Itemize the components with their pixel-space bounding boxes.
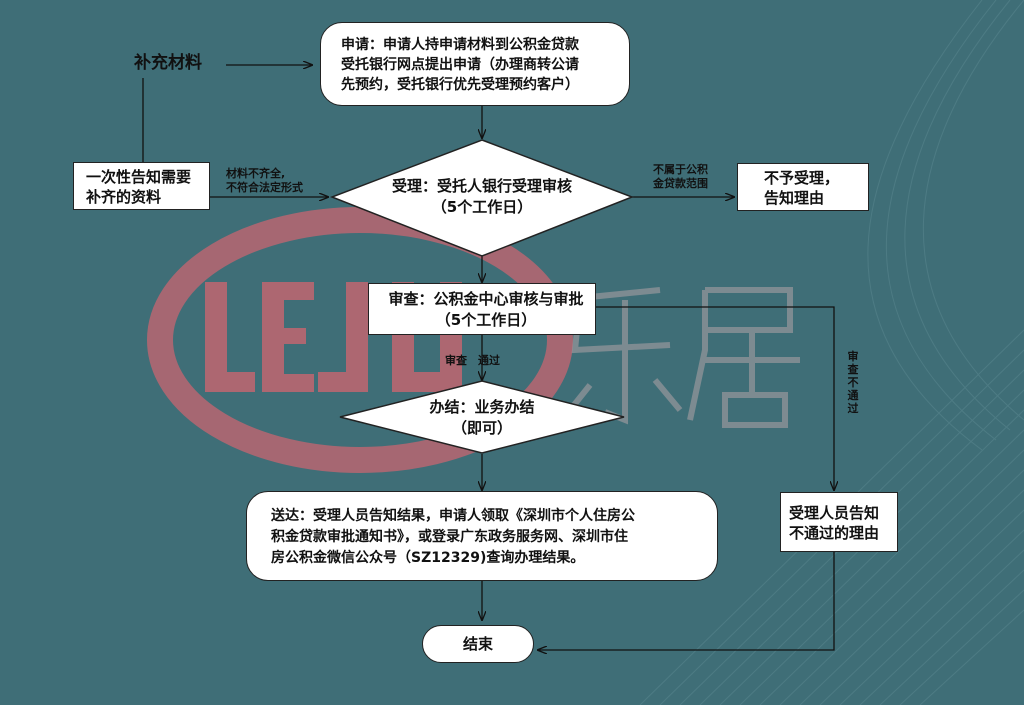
review-line-2: （5个工作日） — [435, 311, 537, 329]
end-node: 结束 — [422, 625, 534, 663]
notify-once-line-1: 一次性告知需要 — [86, 168, 192, 186]
notify-fail-line-1: 受理人员告知 — [789, 504, 880, 522]
accept-line-1: 受理：受托人银行受理审核 — [391, 177, 572, 195]
apply-line-3: 先预约，受托银行优先受理预约客户） — [341, 77, 579, 93]
edge-label-incomplete: 材料不齐全, 不符合法定形式 — [226, 167, 303, 195]
apply-line-1: 申请：申请人持申请材料到公积金贷款 — [341, 37, 579, 53]
deliver-line-1: 送达：受理人员告知结果，申请人领取《深圳市个人住房公 — [271, 508, 635, 524]
conclude-diamond — [339, 380, 625, 454]
reject-line-2: 告知理由 — [764, 189, 825, 207]
accept-node-text: 受理：受托人银行受理审核 （5个工作日） — [372, 176, 592, 218]
edge-label-incomplete-2: 不符合法定形式 — [226, 181, 303, 194]
reject-line-1: 不予受理， — [764, 169, 840, 187]
edge-fail-end — [538, 552, 835, 650]
supplement-label: 补充材料 — [134, 53, 202, 73]
edge-label-out-of-scope-1: 不属于公积 — [653, 163, 708, 176]
review-line-1: 审查：公积金中心审核与审批 — [388, 290, 584, 308]
edge-label-fail-1: 审 — [847, 350, 859, 363]
conclude-line-1: 办结：业务办结 — [429, 398, 535, 416]
edge-label-out-of-scope: 不属于公积 金贷款范围 — [653, 163, 708, 191]
conclude-node-text: 办结：业务办结 （即可） — [402, 397, 562, 439]
edge-label-fail-2: 查 — [847, 363, 859, 376]
apply-node: 申请：申请人持申请材料到公积金贷款 受托银行网点提出申请（办理商转公请 先预约，… — [320, 22, 630, 106]
conclude-line-2: （即可） — [451, 419, 512, 437]
accept-line-2: （5个工作日） — [431, 198, 533, 216]
notify-fail-line-2: 不通过的理由 — [789, 524, 880, 542]
accept-diamond — [329, 139, 635, 257]
apply-line-2: 受托银行网点提出申请（办理商转公请 — [341, 57, 579, 73]
reject-node: 不予受理， 告知理由 — [737, 163, 869, 211]
deliver-line-2: 积金贷款审批通知书》，或登录广东政务服务网、深圳市住 — [271, 529, 628, 545]
edge-label-incomplete-1: 材料不齐全, — [226, 167, 286, 180]
notify-once-node: 一次性告知需要 补齐的资料 — [73, 162, 210, 210]
notify-once-line-2: 补齐的资料 — [86, 188, 162, 206]
edge-label-fail-5: 过 — [847, 402, 859, 415]
edge-review-fail — [596, 306, 834, 490]
deliver-node: 送达：受理人员告知结果，申请人领取《深圳市个人住房公 积金贷款审批通知书》，或登… — [246, 491, 718, 581]
review-node: 审查：公积金中心审核与审批 （5个工作日） — [368, 283, 596, 335]
notify-fail-node: 受理人员告知 不通过的理由 — [780, 492, 898, 552]
edge-label-fail: 审 查 不 通 过 — [846, 350, 860, 415]
deliver-line-3: 房公积金微信公众号（SZ12329)查询办理结果。 — [271, 550, 585, 566]
edge-label-out-of-scope-2: 金贷款范围 — [653, 177, 708, 190]
edge-label-fail-3: 不 — [847, 376, 859, 389]
edge-label-pass: 审查 通过 — [445, 354, 500, 367]
edge-label-fail-4: 通 — [847, 389, 859, 402]
